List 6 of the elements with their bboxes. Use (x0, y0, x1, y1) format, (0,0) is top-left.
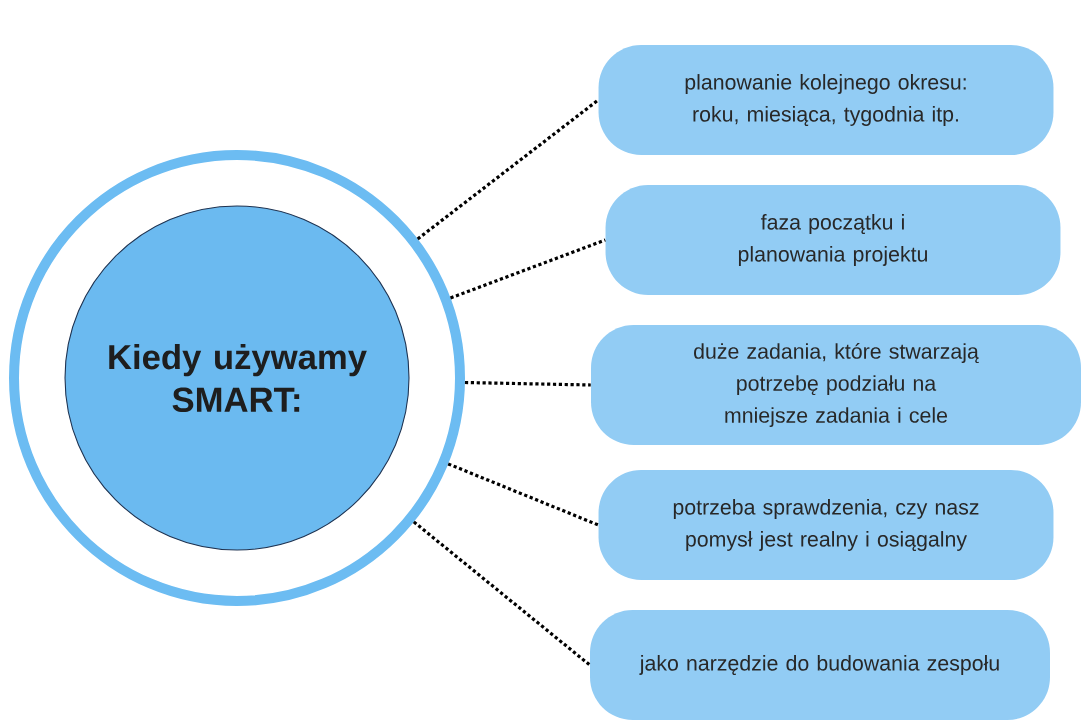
dotted-line (416, 98, 600, 241)
ring (9, 150, 465, 606)
dotted-line (447, 462, 599, 527)
dotted-line (464, 380, 591, 387)
dotted-line (449, 238, 606, 300)
dotted-line (412, 520, 591, 667)
